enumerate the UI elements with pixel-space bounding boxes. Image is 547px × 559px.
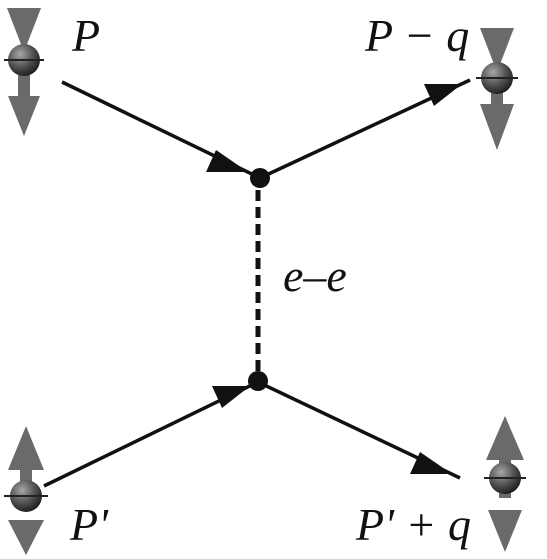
outgoing-top-line: [259, 78, 471, 180]
spin-up-particle-icon: [4, 426, 48, 555]
outgoing-bottom-arrow-icon: [410, 452, 452, 474]
upper-vertex: [250, 168, 270, 188]
label-outgoing-bottom: P' + q: [356, 499, 471, 550]
label-incoming-bottom: P': [70, 499, 108, 550]
lower-vertex: [248, 371, 268, 391]
label-interaction: e–e: [283, 250, 347, 301]
spin-down-particle-icon: [4, 8, 44, 136]
spin-up-particle-icon: [484, 416, 526, 552]
outgoing-top-arrow-icon: [424, 84, 462, 106]
outgoing-bottom-line: [257, 380, 461, 480]
label-incoming-top: P: [72, 10, 101, 61]
incoming-bottom-arrow-icon: [212, 386, 250, 408]
label-outgoing-top: P − q: [365, 10, 470, 61]
incoming-top-arrow-icon: [206, 150, 248, 172]
incoming-bottom-line: [43, 380, 259, 488]
incoming-top-line: [61, 80, 261, 180]
spin-down-particle-icon: [476, 28, 518, 150]
